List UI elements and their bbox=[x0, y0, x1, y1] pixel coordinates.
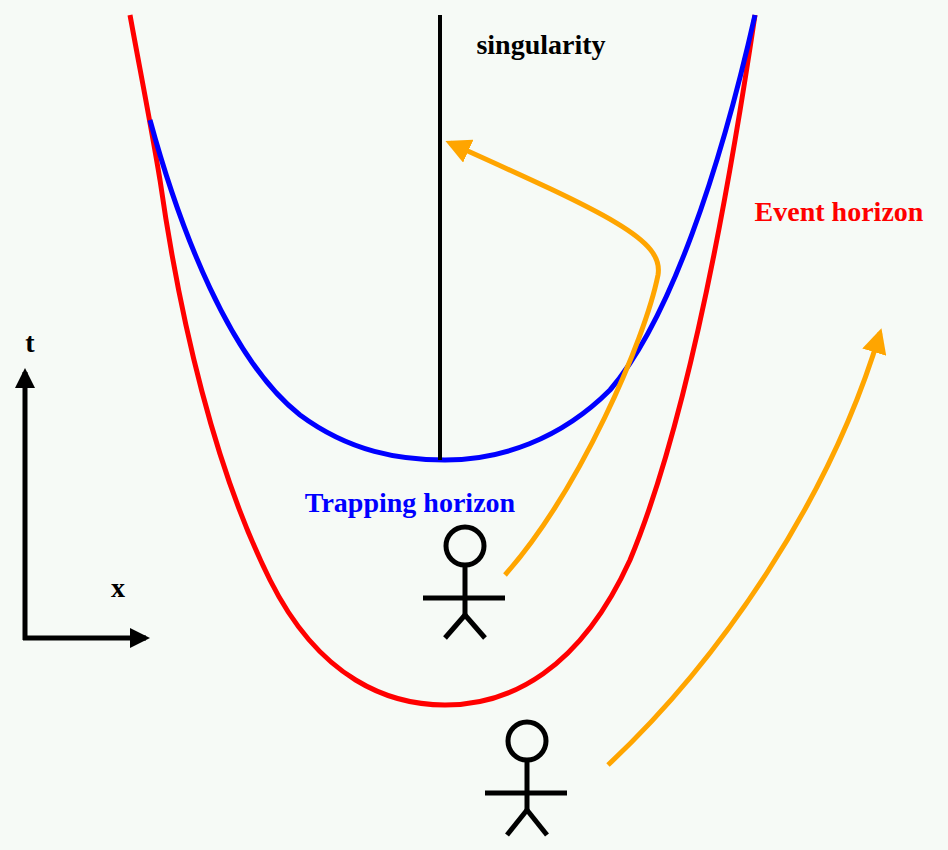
event-horizon-label: Event horizon bbox=[755, 197, 924, 228]
singularity-label: singularity bbox=[476, 30, 605, 61]
x-axis bbox=[23, 636, 146, 641]
stick-figure bbox=[423, 527, 505, 638]
singularity-line bbox=[438, 15, 442, 460]
trapping-horizon-label: Trapping horizon bbox=[305, 488, 515, 519]
event-horizon-curve bbox=[130, 15, 755, 705]
axis-label: x bbox=[111, 573, 125, 604]
t-axis bbox=[23, 372, 28, 640]
axis-label: t bbox=[25, 328, 34, 359]
escaping-worldline bbox=[608, 333, 880, 765]
stick-figure bbox=[485, 722, 567, 835]
trapping-horizon-curve bbox=[150, 15, 755, 460]
